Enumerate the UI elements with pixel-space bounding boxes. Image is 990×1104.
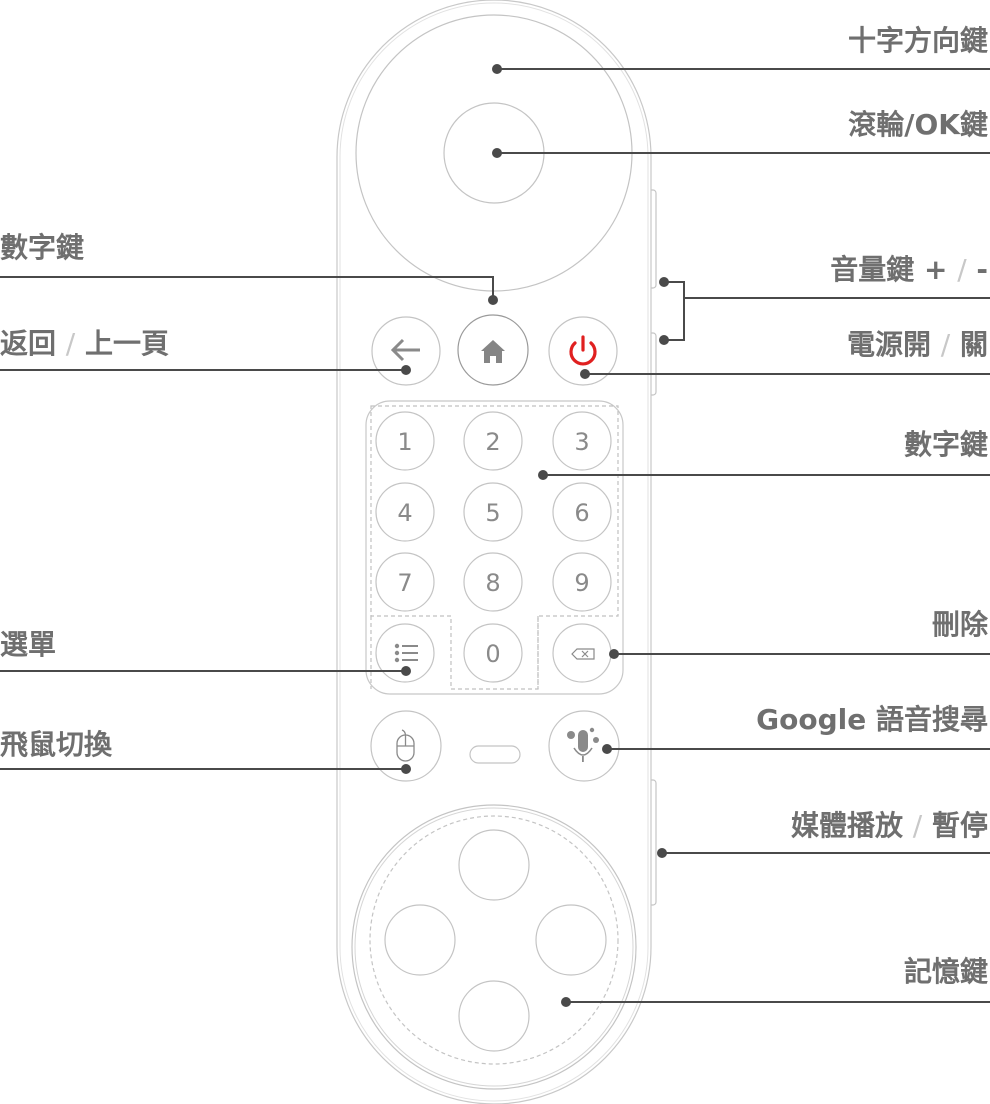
backspace-icon [571, 648, 595, 660]
label-back-main: 返回 [0, 327, 57, 360]
arrow-left-icon [390, 338, 420, 362]
mouse-icon [396, 729, 415, 762]
number-key-label: 9 [574, 569, 589, 597]
remote-body-inner [339, 2, 649, 1102]
memory-dashed-ring [369, 815, 619, 1065]
label-power-tail: 關 [959, 328, 988, 361]
delete-button [552, 623, 612, 683]
number-key [552, 552, 612, 612]
label-memory: 記憶鍵 [903, 955, 988, 988]
number-key [463, 552, 523, 612]
power-icon [569, 335, 597, 366]
label-dpad: 十字方向鍵 [847, 24, 988, 57]
list-icon [394, 643, 418, 663]
number-key-label: 1 [397, 428, 412, 456]
memory-key-left [384, 904, 456, 976]
number-key-label: 7 [397, 569, 412, 597]
label-separator: / [65, 327, 76, 360]
number-key [463, 411, 523, 471]
label-separator: / [957, 253, 967, 286]
number-key-label: 2 [485, 428, 500, 456]
memory-ring-inner [354, 807, 634, 1087]
memory-key-right [535, 904, 607, 976]
number-key [375, 552, 435, 612]
number-key [375, 482, 435, 542]
number-key-label: 4 [397, 499, 412, 527]
memory-key-top [458, 829, 530, 901]
label-air-mouse: 飛鼠切換 [0, 728, 113, 761]
number-key-label: 5 [485, 499, 500, 527]
number-key-label: 0 [485, 640, 500, 668]
leader-lines [0, 68, 990, 1003]
label-back: 返回 / 上一頁 [0, 327, 169, 361]
memory-ring-outer [351, 804, 637, 1090]
number-key-label: 8 [485, 569, 500, 597]
label-back-tail: 上一頁 [84, 327, 169, 360]
label-voice-search: Google 語音搜尋 [756, 703, 988, 736]
label-volume-main: 音量鍵 + [830, 253, 948, 286]
leader-dots [401, 64, 669, 1007]
home-icon [481, 340, 505, 363]
label-home-numpad: 數字鍵 [0, 231, 85, 264]
number-key [375, 411, 435, 471]
label-power-main: 電源開 [847, 328, 932, 361]
google-mic-icon [567, 727, 599, 762]
label-delete: 刪除 [931, 608, 988, 641]
label-separator: / [912, 809, 923, 842]
number-key [552, 482, 612, 542]
label-menu: 選單 [0, 628, 57, 661]
indicator-light [469, 745, 521, 764]
number-key [463, 482, 523, 542]
number-key-label: 6 [574, 499, 589, 527]
label-wheel-ok: 滾輪/OK鍵 [848, 108, 988, 141]
label-media: 媒體播放 / 暫停 [791, 809, 988, 843]
label-power: 電源開 / 關 [847, 328, 988, 362]
label-media-tail: 暫停 [931, 809, 988, 842]
label-volume: 音量鍵 + / - [830, 253, 988, 287]
label-media-main: 媒體播放 [791, 809, 904, 842]
label-volume-tail: - [976, 253, 988, 286]
label-numpad: 數字鍵 [903, 428, 988, 461]
number-key [552, 411, 612, 471]
number-key [463, 623, 523, 683]
memory-key-bottom [458, 980, 530, 1052]
number-key-label: 3 [574, 428, 589, 456]
label-separator: / [940, 328, 951, 361]
